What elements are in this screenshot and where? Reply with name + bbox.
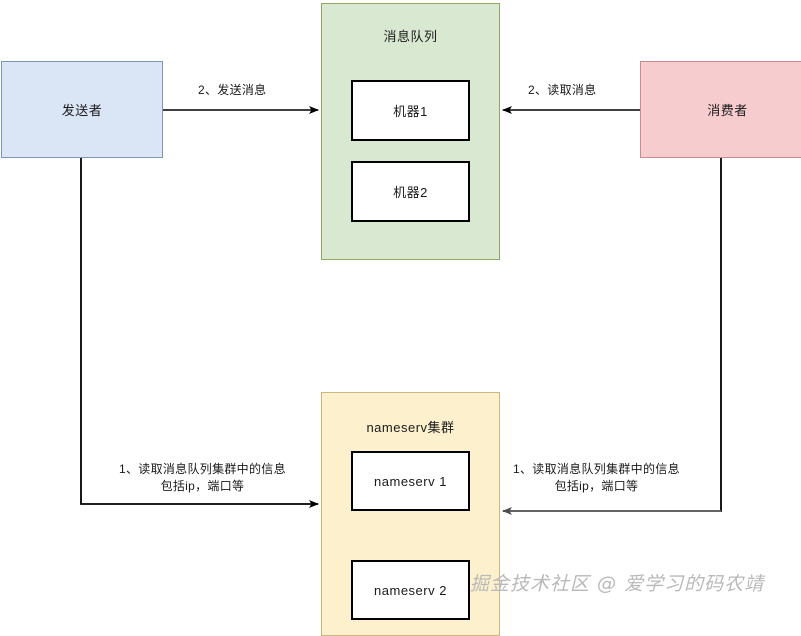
- edge-label-consumer-to-nameserv: 1、读取消息队列集群中的信息 包括ip，端口等: [513, 461, 680, 495]
- edge-consumer-drop: [503, 158, 722, 512]
- node-nameserv-2[interactable]: nameserv 2: [351, 560, 470, 620]
- node-machine-1[interactable]: 机器1: [351, 80, 470, 141]
- node-sender[interactable]: 发送者: [1, 61, 163, 158]
- watermark: 掘金技术社区 @ 爱学习的码农靖: [470, 573, 765, 595]
- node-machine-2[interactable]: 机器2: [351, 161, 470, 222]
- edge-label-read-message: 2、读取消息: [528, 83, 597, 97]
- nameserv-cluster-title: nameserv集群: [366, 420, 455, 435]
- node-nameserv-1-label: nameserv 1: [374, 473, 447, 489]
- edge-label-sender-to-nameserv-line1: 1、读取消息队列集群中的信息: [119, 462, 286, 476]
- edge-label-consumer-to-nameserv-line1: 1、读取消息队列集群中的信息: [513, 462, 680, 476]
- edge-label-sender-to-nameserv-line2: 包括ip，端口等: [160, 479, 245, 493]
- edge-label-sender-to-nameserv: 1、读取消息队列集群中的信息 包括ip，端口等: [119, 461, 286, 495]
- node-consumer[interactable]: 消费者: [640, 61, 801, 158]
- node-nameserv-1[interactable]: nameserv 1: [351, 451, 470, 511]
- message-queue-cluster-title: 消息队列: [383, 29, 438, 44]
- node-machine-1-label: 机器1: [393, 104, 428, 119]
- node-sender-label: 发送者: [61, 103, 103, 118]
- edge-label-consumer-to-nameserv-line2: 包括ip，端口等: [554, 479, 639, 493]
- node-nameserv-2-label: nameserv 2: [374, 582, 447, 598]
- node-machine-2-label: 机器2: [393, 185, 428, 200]
- node-consumer-label: 消费者: [707, 103, 748, 118]
- edge-sender-to-nameserv: [80, 158, 319, 508]
- edge-label-send-message: 2、发送消息: [198, 83, 267, 97]
